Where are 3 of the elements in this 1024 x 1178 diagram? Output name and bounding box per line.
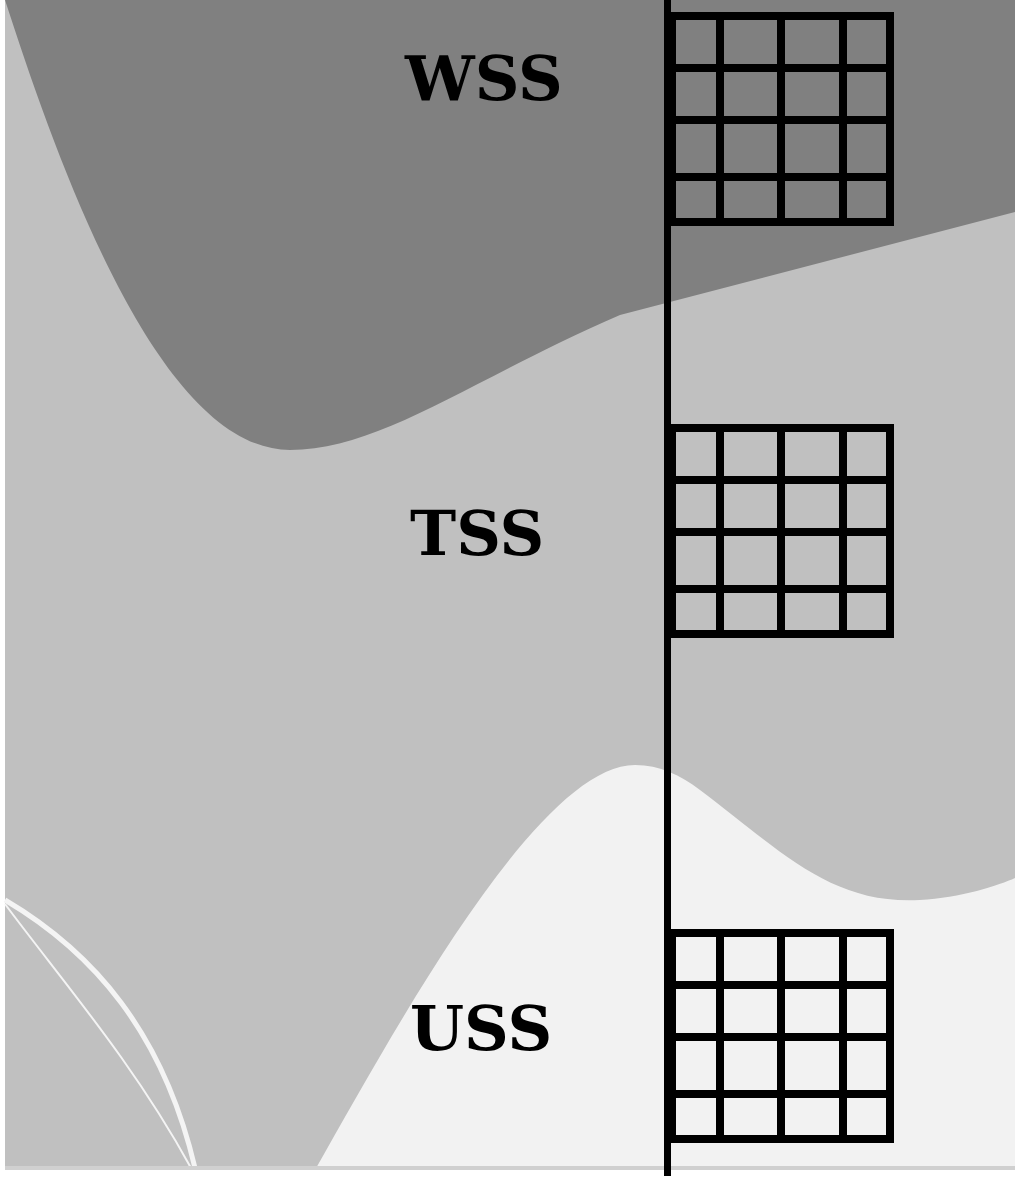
region-label: WSS	[405, 48, 563, 110]
region-label: TSS	[410, 503, 545, 565]
region-label: USS	[410, 998, 553, 1060]
